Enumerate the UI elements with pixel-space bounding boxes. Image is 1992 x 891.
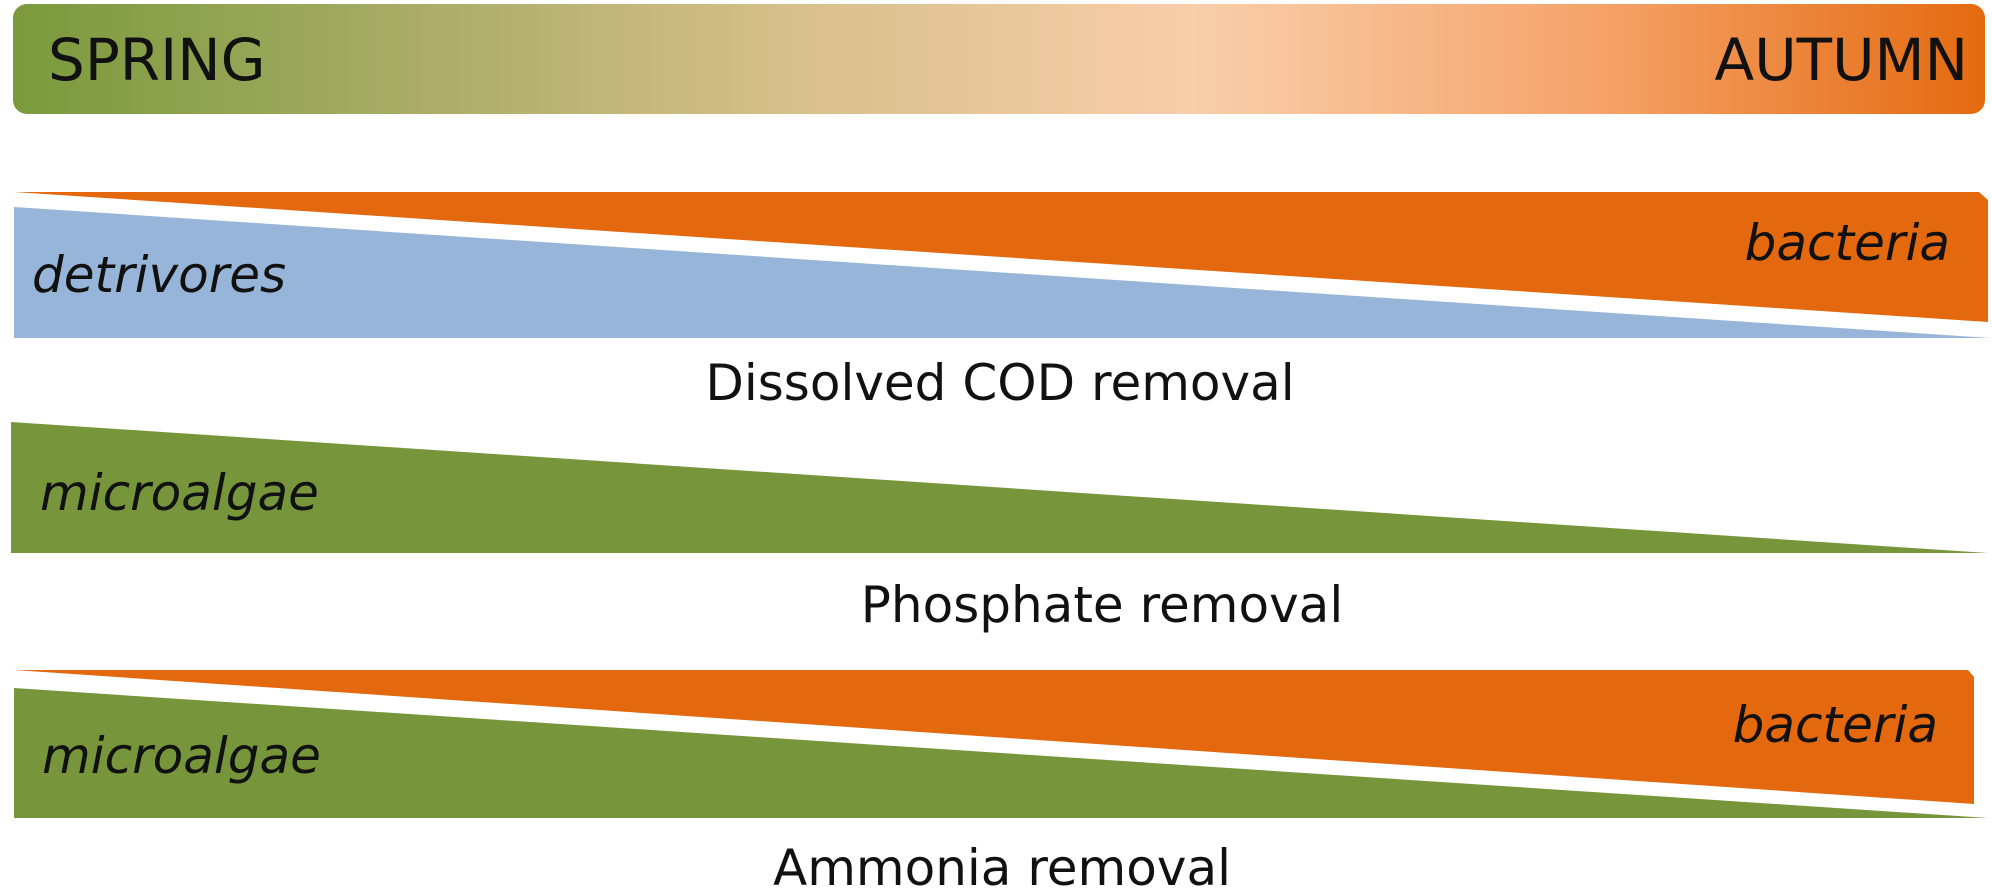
bacteria-label: bacteria	[1745, 214, 1950, 272]
phosphate-removal-label: Phosphate removal	[861, 576, 1343, 634]
season-bar: SPRING AUTUMN	[13, 4, 1985, 114]
microalgae-wedge	[11, 422, 1988, 553]
microalgae-wedge	[14, 688, 1988, 818]
autumn-label: AUTUMN	[1715, 26, 1968, 94]
panel-cod: detrivores bacteria Dissolved COD remova…	[14, 192, 1990, 412]
season-gradient	[13, 4, 1985, 114]
ammonia-removal-label: Ammonia removal	[773, 839, 1231, 886]
bacteria-wedge	[14, 192, 1988, 322]
microalgae-label: microalgae	[42, 727, 321, 785]
panel-ammonia: microalgae bacteria Ammonia removal	[14, 670, 1988, 891]
bacteria-label: bacteria	[1733, 696, 1938, 754]
detrivores-wedge	[14, 207, 1990, 338]
spring-label: SPRING	[48, 26, 266, 94]
bacteria-wedge	[14, 670, 1974, 804]
detrivores-label: detrivores	[32, 246, 286, 304]
cod-removal-label: Dissolved COD removal	[705, 354, 1294, 412]
panel-phosphate: microalgae Phosphate removal	[11, 422, 1988, 634]
microalgae-label: microalgae	[40, 464, 319, 522]
